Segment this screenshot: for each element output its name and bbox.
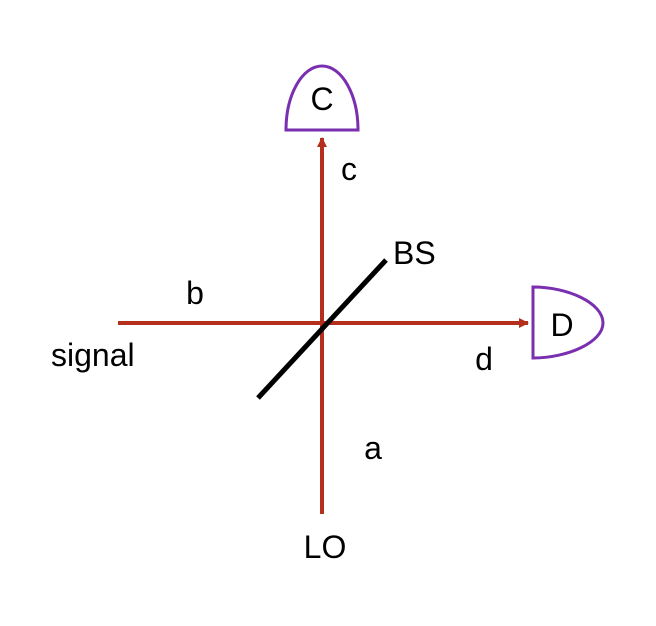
port-d-label: d — [475, 341, 493, 377]
port-c-label: c — [341, 151, 357, 187]
signal-label: signal — [51, 337, 135, 373]
port-b-label: b — [186, 275, 204, 311]
lo-label: LO — [304, 529, 347, 565]
beam-splitter-label: BS — [393, 235, 436, 271]
detector-d-label: D — [550, 307, 573, 343]
port-a-label: a — [364, 430, 382, 466]
beam-splitter — [256, 258, 388, 400]
detector-c-label: C — [310, 81, 333, 117]
detector-d-icon — [531, 285, 605, 360]
detector-c-icon — [284, 64, 360, 132]
